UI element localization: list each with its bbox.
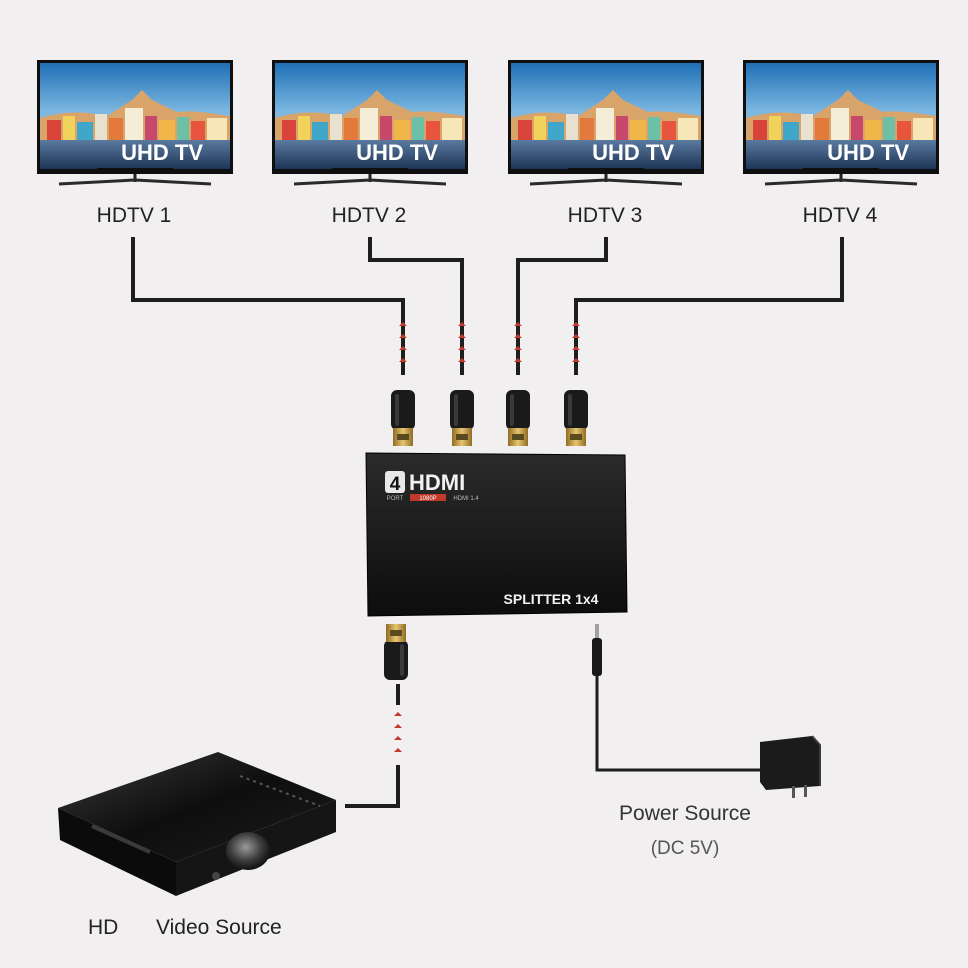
spec-strip-red: [410, 494, 446, 501]
power-cable: [595, 676, 760, 772]
tv-screen-text: UHD TV: [121, 140, 203, 165]
spec-hdmi-version: HDMI 1.4: [453, 496, 479, 502]
tv-screen-text: UHD TV: [827, 140, 909, 165]
output-cables: [131, 237, 844, 375]
cable-hdtv-1: [131, 237, 405, 375]
tv-screen-text: UHD TV: [592, 140, 674, 165]
tv-hdtv-1: UHD TV: [35, 58, 235, 186]
spec-1080p: 1080P: [419, 496, 436, 502]
hdmi-plug-icon: [564, 390, 588, 446]
hdtv-1-label: HDTV 1: [96, 204, 172, 227]
hdmi-splitter-box: 4 PORT HDMI 1080P HDMI 1.4 SPLITTER 1x4: [365, 452, 628, 617]
tv-hdtv-4: UHD TV: [741, 58, 941, 186]
cable-hdtv-2: [368, 237, 464, 375]
arrow-up-icon: [394, 712, 402, 752]
hdmi-plug-icon: [450, 390, 474, 446]
input-cable-lower: [345, 765, 400, 808]
tv-hdtv-2: UHD TV: [270, 58, 470, 186]
tv-icon: [35, 58, 235, 186]
arrow-up-icon: [572, 322, 580, 362]
splitter-model-label: SPLITTER 1x4: [504, 591, 599, 607]
hdmi-logo-text: HDMI: [409, 470, 465, 495]
cable-hdtv-3: [516, 237, 608, 375]
power-source-label: Power Source: [619, 802, 751, 825]
port-badge-sub: PORT: [387, 496, 404, 502]
tv-icon: [270, 58, 470, 186]
hdmi-plug-icon: [506, 390, 530, 446]
dc-jack: [592, 624, 602, 676]
arrow-up-icon: [514, 322, 522, 362]
tv-hdtv-3: UHD TV: [506, 58, 706, 186]
hdtv-3-label: HDTV 3: [567, 204, 643, 227]
port-badge-number: 4: [390, 474, 401, 495]
power-source-spec: (DC 5V): [650, 838, 720, 859]
hdmi-plug-icon: [384, 624, 408, 680]
power-adapter-icon: [760, 735, 821, 798]
hdmi-plug-icon: [391, 390, 415, 446]
arrow-up-icon: [458, 322, 466, 362]
source-label-hd: HD: [88, 916, 119, 939]
hdtv-2-label: HDTV 2: [331, 204, 407, 227]
signal-arrows: [394, 322, 580, 752]
port-badge: [385, 471, 405, 493]
arrow-up-icon: [399, 322, 407, 362]
tv-icon: [506, 58, 706, 186]
tv-screen-text: UHD TV: [356, 140, 438, 165]
blu-ray-player-icon: [58, 752, 336, 896]
tv-icon: [741, 58, 941, 186]
hdtv-4-label: HDTV 4: [802, 204, 878, 227]
input-hdmi-plug: [384, 624, 408, 680]
source-label-video: Video Source: [156, 916, 282, 939]
cable-hdtv-4: [574, 237, 844, 375]
